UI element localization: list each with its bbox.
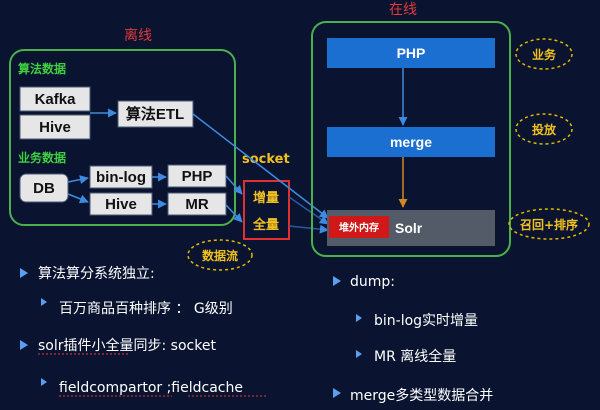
deliver-callout-label: 投放 [532,122,557,137]
arrow-mr-to-full [225,204,243,223]
offline-title: 离线 [124,27,152,44]
db-box [19,173,69,203]
left-bullet-3: solr插件小全量同步: socket [38,337,216,354]
algo-data-label: 算法数据 [18,61,66,76]
arrow-php-to-incremental [225,175,243,195]
business-callout [515,38,573,70]
arrow-incremental-to-solr [288,196,329,225]
hive-box [19,114,91,140]
right-bullet-list: dump: bin-log实时增量 MR 离线全量 merge多类型数据合并 [333,274,493,404]
bullet-marker [333,276,341,286]
recall-sort-callout-label: 召回+排序 [520,217,578,232]
mr-label: MR [185,196,208,213]
full-label: 全量 [252,217,279,233]
right-bullet-3: MR 离线全量 [374,348,456,365]
merge-box [327,127,495,157]
bullet-marker [356,350,362,358]
biz-data-label: 业务数据 [18,150,66,165]
offline-container [9,49,236,226]
recall-sort-callout [508,208,590,240]
bullet-marker [20,268,28,278]
left-bullet-list: 算法算分系统独立: 百万商品百种排序 ： G级别 solr插件小全量同步: so… [20,266,268,397]
arrow-db-to-binlog [67,175,89,185]
db-label: DB [33,180,55,197]
bullet-marker [20,340,28,350]
solr-label: Solr [395,220,423,236]
php-online-label: PHP [397,45,426,61]
bullet-marker [41,298,47,306]
kafka-label: Kafka [35,91,77,108]
php-online-box [327,38,495,68]
right-bullet-1: dump: [350,274,395,290]
incremental-label: 增量 [253,190,279,206]
bullet-marker [356,314,362,322]
left-bullet-2: 百万商品百种排序 ： G级别 [59,301,233,317]
algo-etl-label: 算法ETL [126,105,184,123]
mr-box [167,192,227,216]
online-title: 在线 [389,2,417,18]
business-callout-label: 业务 [532,47,557,62]
sync-box [243,180,290,240]
socket-label: socket [242,152,290,167]
deliver-callout [515,113,573,145]
bullet-marker [333,388,341,398]
right-bullet-2: bin-log实时增量 [374,313,478,329]
arrow-etl-to-solr [192,113,329,219]
solr-offheap-tag-label: 堆外内存 [339,221,379,234]
arrow-db-to-hive [67,193,89,204]
right-bullet-4: merge多类型数据合并 [350,387,493,404]
solr-offheap-tag [329,216,389,238]
merge-label: merge [390,134,432,150]
left-bullet-4: fieldcompartor ;fieldcache [59,380,243,396]
bullet-marker [41,378,47,386]
kafka-box [19,86,91,112]
online-container [311,21,511,257]
php-offline-label: PHP [182,168,213,185]
binlog-label: bin-log [96,169,146,186]
hive2-label: Hive [105,196,137,213]
hive-label: Hive [39,119,71,136]
left-bullet-1: 算法算分系统独立: [38,266,155,282]
dataflow-callout [187,239,253,271]
arrow-full-to-solr [288,224,329,234]
dataflow-callout-label: 数据流 [202,248,238,263]
